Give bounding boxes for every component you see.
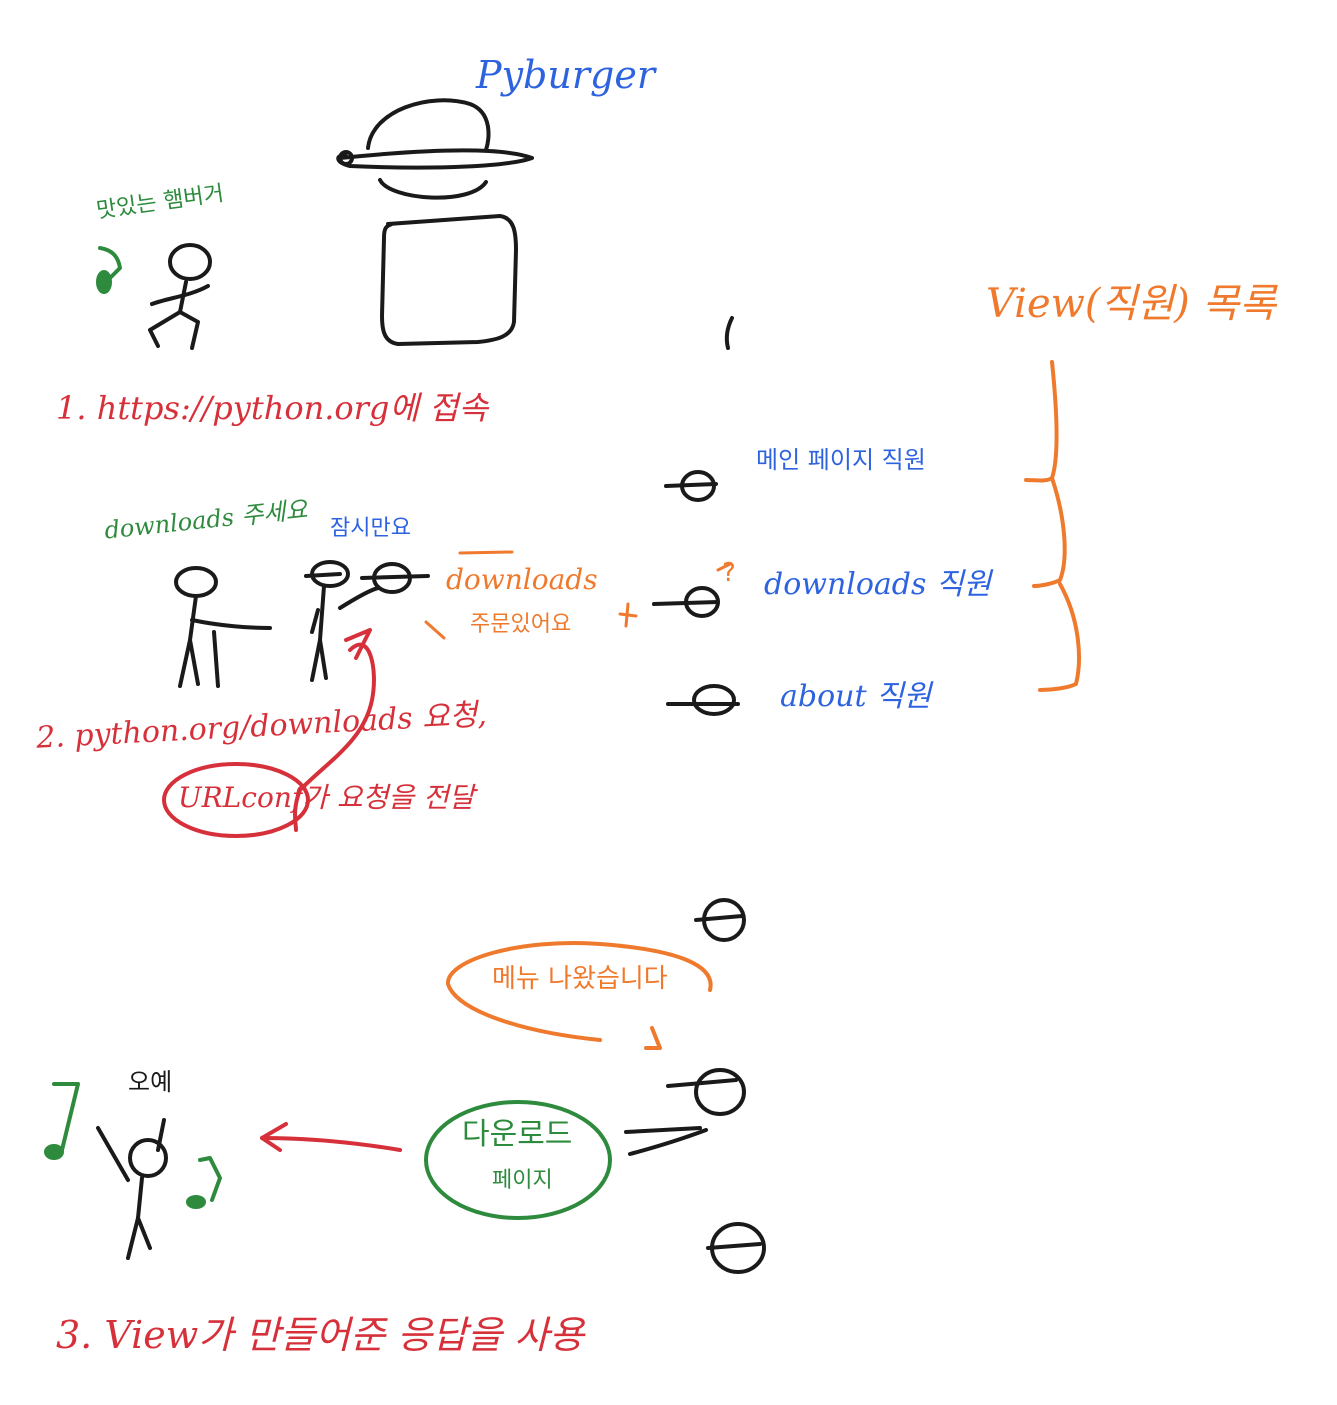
- urlconf-circle: [162, 762, 310, 838]
- orange-marks: [424, 550, 638, 640]
- view-staff-heads: [624, 316, 766, 1274]
- chef-hat-dome: [366, 98, 491, 152]
- view-staff-main: 메인 페이지 직원: [756, 446, 926, 474]
- title-pyburger: Pyburger: [476, 53, 655, 97]
- relay-head: [338, 562, 430, 610]
- step3-text: 3. View가 만들어준 응답을 사용: [56, 1313, 585, 1357]
- happy-customer: [96, 1118, 168, 1260]
- download-page-circle: [424, 1100, 612, 1220]
- customer-joy: 오예: [128, 1068, 173, 1096]
- chef-figure: [336, 98, 534, 346]
- view-staff-downloads: downloads 직원: [764, 567, 992, 602]
- relay-label: downloads: [446, 563, 598, 596]
- chef-body-box: [380, 214, 518, 346]
- download-page-line1: 다운로드: [462, 1117, 573, 1152]
- relay-label-sub: 주문있어요: [470, 612, 572, 637]
- download-page-line2: 페이지: [492, 1168, 553, 1193]
- step1-text: 1. https://python.org에 접속: [56, 389, 488, 427]
- view-staff-about: about 직원: [780, 679, 932, 714]
- running-customer: [148, 243, 212, 350]
- clerk-reply: 잠시만요: [330, 516, 411, 541]
- response-arrow: [260, 1122, 402, 1152]
- view-list-title: View(직원) 목록: [986, 281, 1277, 327]
- chef-neck: [378, 178, 488, 200]
- step2-line2: URLconf가 요청을 전달: [178, 781, 475, 814]
- question-mark: ?: [722, 558, 736, 588]
- clerk-figure: [304, 560, 350, 682]
- request-arrow: [162, 628, 376, 838]
- question-dot: [716, 562, 732, 572]
- menu-bubble: [446, 941, 713, 1050]
- menu-ready-text: 메뉴 나왔습니다: [492, 964, 668, 994]
- view-bracket: [1024, 360, 1081, 692]
- music-note-icon-3: [186, 1156, 222, 1209]
- chef-hat-knot: [338, 150, 354, 166]
- chef-hat-brim: [336, 148, 534, 170]
- customer-figure: [174, 566, 272, 688]
- music-note-icon: [96, 246, 122, 294]
- music-note-icon-2: [44, 1082, 80, 1160]
